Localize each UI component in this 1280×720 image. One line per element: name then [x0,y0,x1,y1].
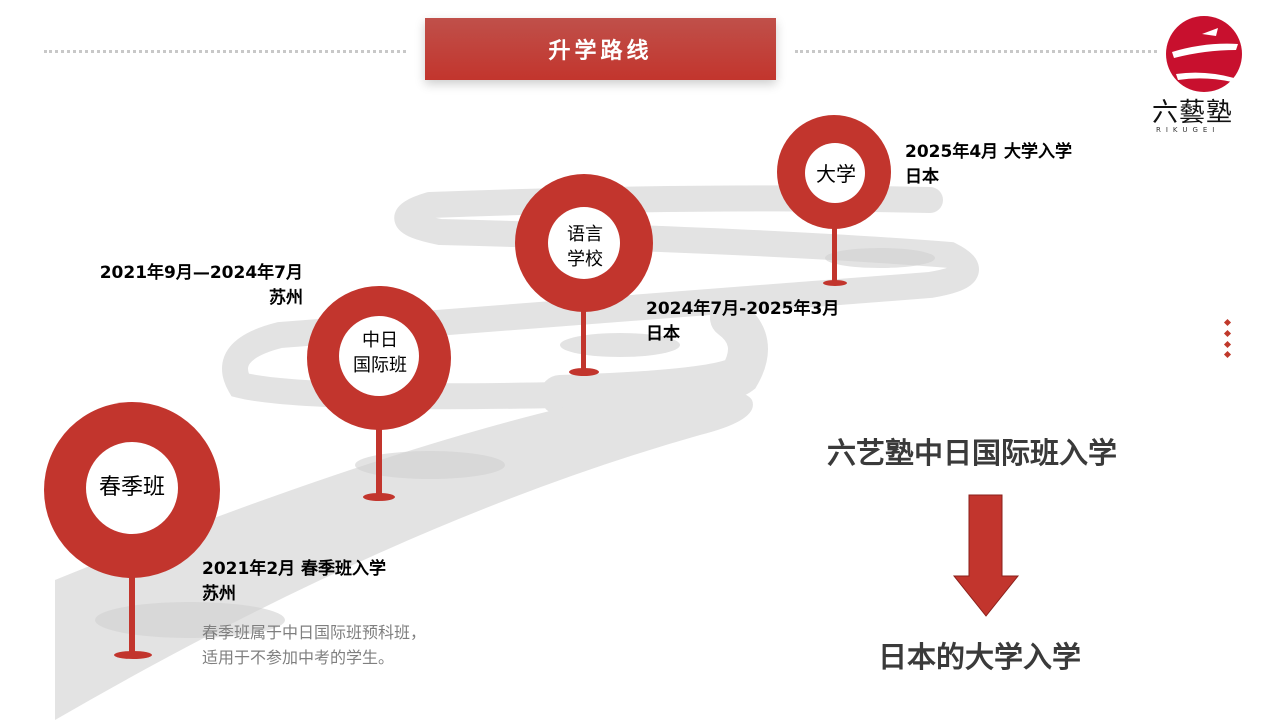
pin-label-language-school: 语言 学校 [549,222,621,272]
arrow-down-icon [952,494,1020,617]
pin-label-international: 中日 国际班 [340,328,420,378]
flow-from: 六艺塾中日国际班入学 [827,436,1118,470]
spring-info: 2021年2月 春季班入学 苏州 [202,557,386,607]
logo-emblem-icon [1166,16,1242,92]
spring-note: 春季班属于中日国际班预科班， 适用于不参加中考的学生。 [202,620,426,670]
flow-to: 日本的大学入学 [878,640,1082,674]
pin-label-line: 语言 [567,224,603,245]
logo-text: 六藝塾 [1152,98,1234,128]
international-info: 2021年9月—2024年7月 苏州 [90,261,303,311]
pin-label-line: 学校 [567,249,603,270]
university-date: 2025年4月 大学入学 [905,142,1073,162]
logo-romaji: RIKUGEI [1156,126,1220,134]
header-divider-right [795,50,1157,53]
spring-place: 苏州 [202,584,236,604]
logo: 六藝塾 RIKUGEI [1150,14,1260,139]
international-date: 2021年9月—2024年7月 [99,263,303,283]
pin-label-line: 中日 [362,330,398,351]
language-school-info: 2024年7月-2025年3月 日本 [646,297,839,347]
spring-date: 2021年2月 春季班入学 [202,559,387,579]
international-place: 苏州 [269,288,303,308]
language-school-date: 2024年7月-2025年3月 [646,299,840,319]
pin-label-line: 国际班 [353,355,407,376]
header-divider-left [44,50,406,53]
university-place: 日本 [905,167,939,187]
pin-label-spring: 春季班 [98,475,165,500]
note-line: 适用于不参加中考的学生。 [202,648,395,667]
university-info: 2025年4月 大学入学 日本 [905,140,1072,190]
note-line: 春季班属于中日国际班预科班， [202,623,427,642]
pin-label-university: 大学 [816,162,856,186]
page-title: 升学路线 [425,18,776,80]
language-school-place: 日本 [646,324,680,344]
